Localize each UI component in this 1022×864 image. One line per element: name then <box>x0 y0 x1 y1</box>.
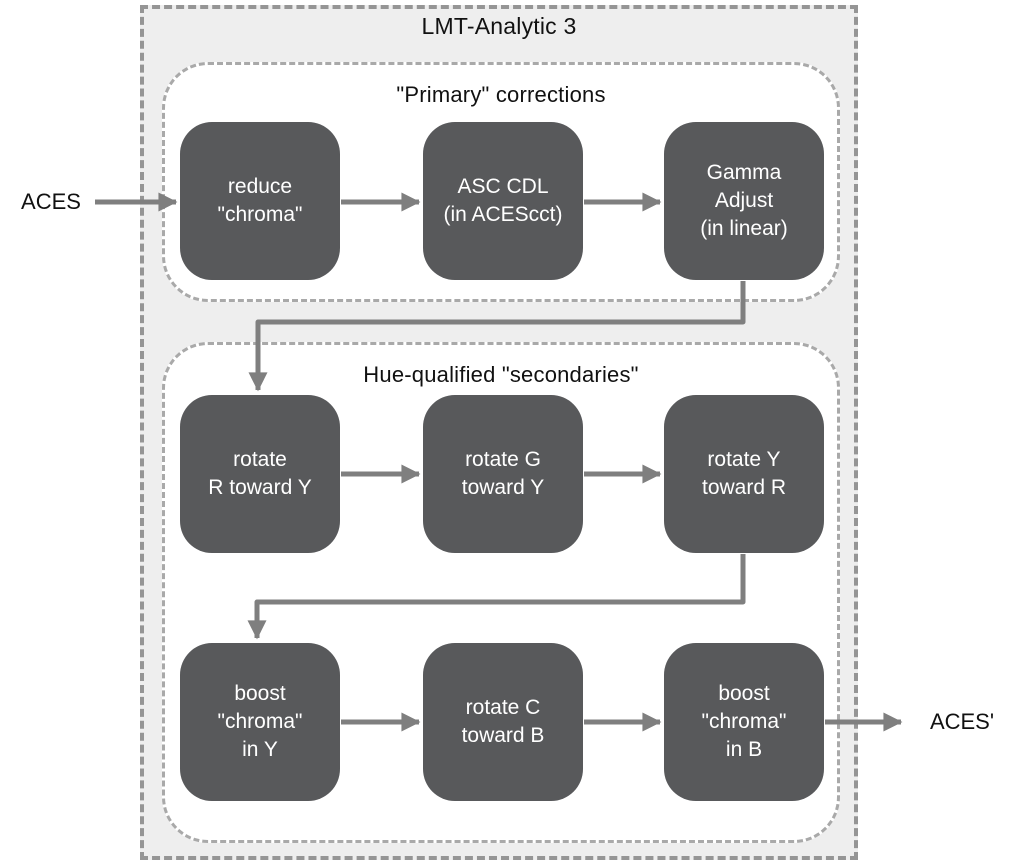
node-rotate-y-toward-r: rotate Y toward R <box>664 395 824 553</box>
node-rotate-r-toward-y: rotate R toward Y <box>180 395 340 553</box>
node-gamma-adjust: Gamma Adjust (in linear) <box>664 122 824 280</box>
output-label-aces-prime: ACES' <box>929 709 995 734</box>
node-rotate-c-toward-b: rotate C toward B <box>423 643 583 801</box>
group-secondaries-title: Hue-qualified "secondaries" <box>363 362 639 387</box>
node-boost-chroma-in-y: boost "chroma" in Y <box>180 643 340 801</box>
diagram-title: LMT-Analytic 3 <box>421 13 577 39</box>
node-boost-chroma-in-b: boost "chroma" in B <box>664 643 824 801</box>
node-rotate-g-toward-y: rotate G toward Y <box>423 395 583 553</box>
input-label-aces: ACES <box>21 189 81 214</box>
group-primary-title: "Primary" corrections <box>396 82 606 107</box>
node-asc-cdl: ASC CDL (in ACEScct) <box>423 122 583 280</box>
node-reduce-chroma: reduce "chroma" <box>180 122 340 280</box>
